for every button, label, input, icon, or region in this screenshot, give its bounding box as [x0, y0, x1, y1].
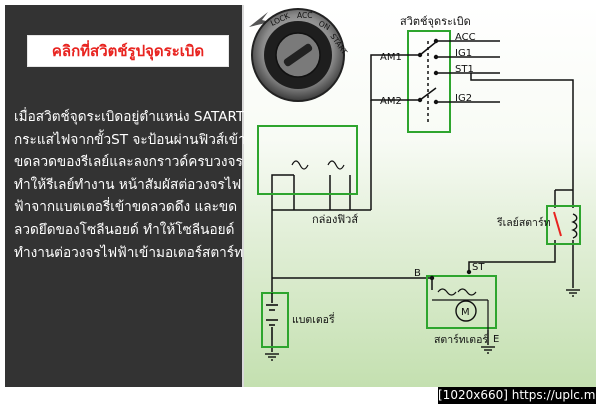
starter-circuit-diagram: LOCK ACC ON START สวิตช์จุดระเบิด AM1 AM… [249, 8, 581, 361]
relay-ground-icon [566, 289, 580, 297]
relay-highlight [546, 205, 581, 245]
motor-symbol-label: M [461, 307, 470, 318]
ignition-switch-contacts [406, 40, 500, 122]
terminal-e-label: E [493, 334, 499, 345]
terminal-dots [417, 38, 439, 105]
starter-motor-symbol: M [432, 288, 489, 330]
am2-label: AM2 [380, 96, 402, 107]
explanation-line: ทำให้รีเลย์ทำงาน หน้าสัมผัสต่อวงจรไฟ [14, 176, 242, 193]
explanation-text: เมื่อสวิตช์จุดระเบิดอยู่ตำแหน่ง SATART ก… [14, 106, 246, 264]
explanation-line: กระแสไฟจากขั้วST จะป้อนผ่านฟิวส์เข้า [14, 131, 246, 148]
relay-symbol [553, 211, 578, 239]
ignition-switch-link-button[interactable]: คลิกที่สวิตช์รูปจุดระเบิด [27, 35, 229, 67]
dial-label-acc: ACC [297, 11, 312, 20]
battery-ground-icon [265, 353, 279, 361]
ig2-label: IG2 [455, 93, 472, 104]
fuse-box-highlight [257, 125, 358, 195]
fuse-symbols [291, 160, 345, 170]
fuse-box-label: กล่องฟิวส์ [312, 213, 358, 226]
terminal-b-label: B [414, 268, 421, 279]
starter-ground-icon [481, 346, 495, 354]
relay-label: รีเลย์สตาร์ท [497, 216, 551, 229]
explanation-line: ฟ้าจากแบตเตอรี่เข้าขดลวดดึง และขด [14, 199, 238, 216]
battery-symbol [266, 293, 278, 340]
key-switch-icon[interactable]: LOCK ACC ON START [251, 8, 349, 102]
watermark: [1020x660] https://uplc.me/ [438, 387, 600, 404]
wiring [271, 54, 574, 352]
battery-highlight [261, 292, 289, 348]
explanation-line: เมื่อสวิตช์จุดระเบิดอยู่ตำแหน่ง SATART [14, 109, 245, 125]
ignition-switch-label: สวิตช์จุดระเบิด [400, 15, 471, 28]
acc-label: ACC [455, 32, 476, 43]
starter-highlight [426, 275, 497, 329]
starter-label: สตาร์ทเตอร์ [434, 333, 488, 346]
terminal-st-label: ST [472, 262, 485, 273]
explanation-line: ขดลวดของรีเลย์และลงกราวด์ครบวงจร [14, 154, 243, 171]
explanation-line: ลวดยึดของโซลีนอยด์ ทำให้โซลีนอยด์ [14, 221, 235, 238]
explanation-panel: คลิกที่สวิตช์รูปจุดระเบิด เมื่อสวิตช์จุด… [5, 5, 246, 387]
explanation-line: ทำงานต่อวงจรไฟฟ้าเข้ามอเตอร์สตาร์ท [14, 244, 244, 261]
ig1-label: IG1 [455, 48, 472, 59]
ignition-switch-highlight [407, 30, 451, 133]
st1-label: ST1 [455, 64, 474, 75]
am1-label: AM1 [380, 52, 402, 63]
battery-label: แบตเตอรี่ [292, 312, 335, 326]
